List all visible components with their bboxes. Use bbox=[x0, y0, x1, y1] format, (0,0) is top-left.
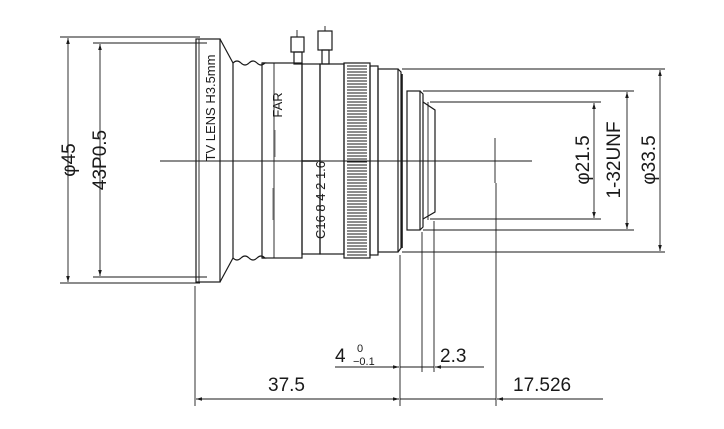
dim-inner-diameter-label: φ21.5 bbox=[573, 135, 594, 184]
dim-back-focal-label: 17.526 bbox=[513, 375, 571, 396]
dim-back-focal: 17.526 bbox=[497, 375, 603, 401]
knurl-lines bbox=[347, 65, 367, 256]
lens-body: TV LENS H3.5mm FAR C16 8 4 2 1.6 bbox=[195, 26, 436, 283]
dim-mount-depth: 2.3 bbox=[435, 346, 484, 369]
focus-far-label: FAR bbox=[270, 92, 285, 117]
dim-outer-diameter-label: φ45 bbox=[59, 143, 80, 176]
dim-inner-diameter: φ21.5 bbox=[573, 103, 596, 218]
dim-flange-label: 4 bbox=[335, 346, 346, 367]
dim-body-diameter-label: φ33.5 bbox=[639, 135, 660, 184]
aperture-scale: C16 8 4 2 1.6 bbox=[313, 161, 328, 239]
dim-mount-thread-label: 1-32UNF bbox=[604, 121, 625, 198]
dim-filter-thread: 43P0.5 bbox=[90, 42, 207, 278]
dim-lens-length-label: 37.5 bbox=[268, 375, 305, 396]
dim-filter-thread-label: 43P0.5 bbox=[90, 130, 111, 190]
dim-flange-tol-upper: 0 bbox=[357, 343, 363, 355]
dim-body-diameter: φ33.5 bbox=[639, 70, 662, 251]
dim-flange-tol-lower: −0.1 bbox=[353, 356, 375, 368]
dim-mount-depth-label: 2.3 bbox=[440, 346, 466, 367]
dim-flange: 4 0 −0.1 bbox=[335, 343, 434, 369]
lens-model-label: TV LENS H3.5mm bbox=[203, 55, 218, 162]
dim-lens-length: 37.5 bbox=[196, 375, 496, 401]
dim-mount-thread: 1-32UNF bbox=[604, 92, 629, 229]
dim-outer-diameter: φ45 bbox=[59, 36, 200, 284]
